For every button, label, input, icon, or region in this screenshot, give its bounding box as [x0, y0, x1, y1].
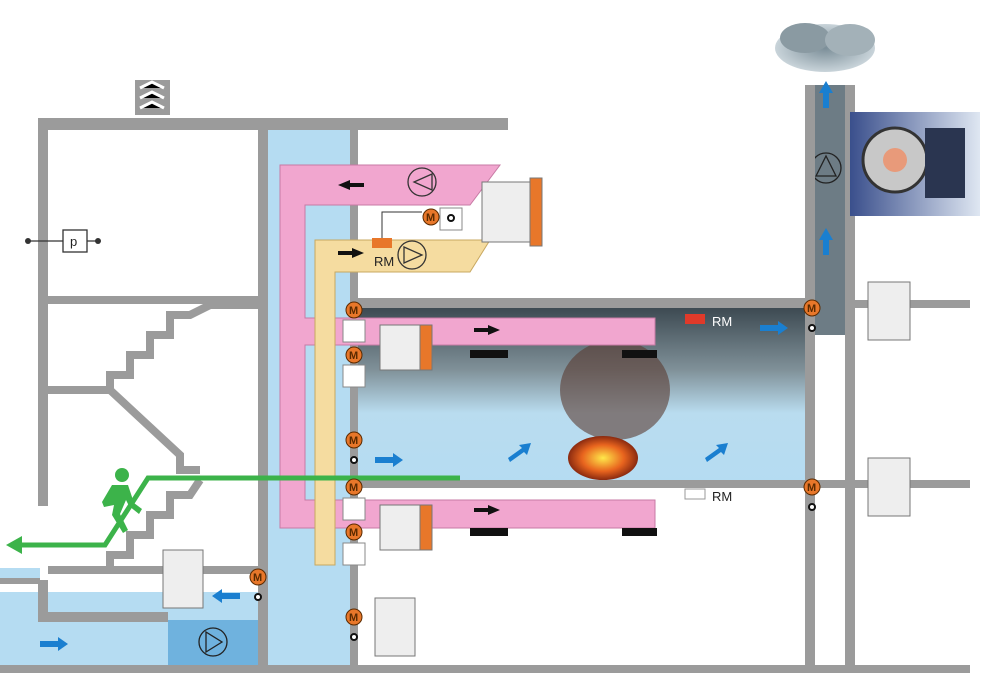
- svg-text:M: M: [349, 612, 358, 624]
- motor-icon: M: [345, 523, 363, 541]
- pressure-sensor-box: [62, 229, 88, 253]
- svg-text:M: M: [349, 527, 358, 539]
- smoke-exhaust-shaft: [815, 85, 845, 335]
- smoke-detector-icon: [372, 238, 392, 248]
- escape-route-arrowhead: [6, 536, 22, 554]
- duct-flow-arrows: [338, 180, 500, 515]
- pressurization-fan-icon: [198, 627, 228, 657]
- motor-icon: M: [345, 608, 363, 626]
- exhaust-duct: [279, 164, 656, 529]
- pressurization-fan-box: [168, 620, 258, 665]
- fire-dampers: [342, 207, 463, 566]
- motor-icon: M: [803, 299, 821, 317]
- supply-fan-icon: [397, 240, 427, 270]
- pressure-sensor-label: p: [70, 234, 77, 249]
- roof-vent-icon: [139, 80, 165, 110]
- escape-route-line: [18, 475, 460, 548]
- airflow-arrows: [40, 81, 833, 651]
- smoke-detector-label: RM: [374, 254, 394, 269]
- smoke-plume: [560, 340, 670, 440]
- smoke-detector-icon: [684, 488, 706, 500]
- fire-icon: [568, 436, 638, 480]
- svg-text:M: M: [807, 482, 816, 494]
- running-person-icon: [102, 468, 142, 533]
- motor-icon: M: [345, 431, 363, 449]
- motor-icon: M: [345, 301, 363, 319]
- motor-icon: M: [422, 208, 440, 226]
- svg-text:M: M: [349, 435, 358, 447]
- motor-icon: M: [345, 346, 363, 364]
- exhaust-fan-unit-icon: [407, 167, 437, 197]
- svg-text:M: M: [253, 572, 262, 584]
- smoke-detector-icon: [685, 314, 705, 324]
- ventilation-grilles: [162, 177, 911, 657]
- smoke-detector-label: RM: [712, 314, 732, 329]
- svg-text:M: M: [349, 482, 358, 494]
- svg-text:M: M: [349, 305, 358, 317]
- smoke-detector-label: RM: [712, 489, 732, 504]
- svg-text:M: M: [807, 303, 816, 315]
- svg-text:M: M: [349, 350, 358, 362]
- motor-icon: M: [345, 478, 363, 496]
- damper-valve-icons: [254, 214, 816, 641]
- exhaust-hoods: [470, 350, 657, 536]
- motor-icon: M: [249, 568, 267, 586]
- staircase: [48, 301, 258, 574]
- motor-icon: M: [803, 478, 821, 496]
- svg-text:M: M: [426, 212, 435, 224]
